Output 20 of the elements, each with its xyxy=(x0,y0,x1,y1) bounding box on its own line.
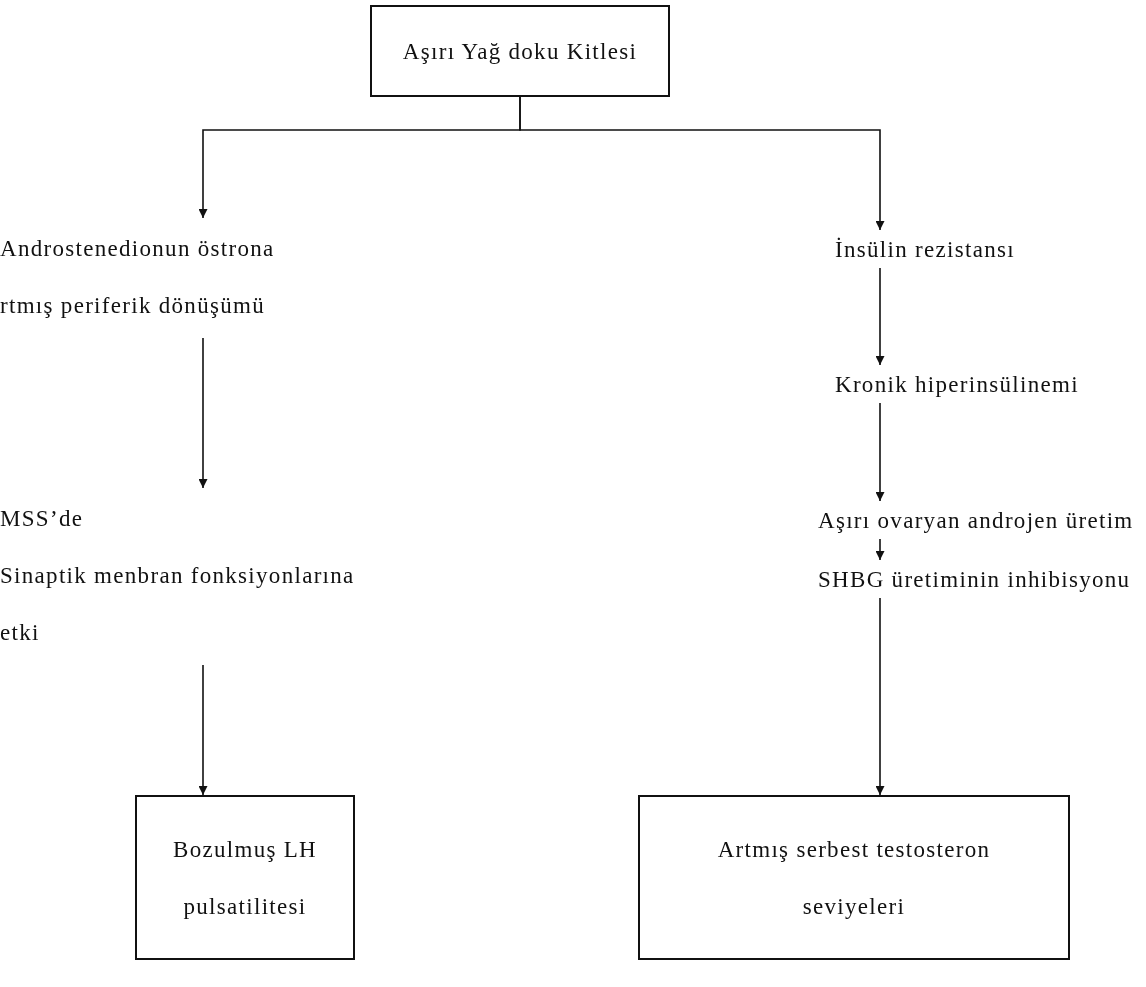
step-text: MSS’de xyxy=(0,505,85,533)
step-text: Aşırı ovaryan androjen üretim xyxy=(818,507,1135,535)
arrow xyxy=(875,267,885,366)
arrow xyxy=(198,664,208,796)
arrow xyxy=(519,96,885,231)
box-label: Bozulmuş LH pulsatilitesi xyxy=(172,835,318,921)
process-box xyxy=(638,795,1070,960)
step-text: İnsülin rezistansı xyxy=(835,236,1016,264)
arrow xyxy=(875,538,885,561)
process-box xyxy=(370,5,670,97)
process-box xyxy=(135,795,355,960)
step-text: SHBG üretiminin inhibisyonu xyxy=(818,566,1132,594)
arrow xyxy=(875,597,885,796)
step-text: Androstenedionun östrona rtmış periferik dönüşümü xyxy=(0,235,276,320)
step-text: Kronik hiperinsülinemi xyxy=(835,371,1080,399)
arrow xyxy=(198,337,208,489)
box-label: Aşırı Yağ doku Kitlesi xyxy=(402,37,638,66)
step-text: Sinaptik menbran fonksiyonlarına etki xyxy=(0,562,356,647)
arrow xyxy=(875,402,885,502)
box-label: Artmış serbest testosteron seviyeleri xyxy=(716,835,992,921)
